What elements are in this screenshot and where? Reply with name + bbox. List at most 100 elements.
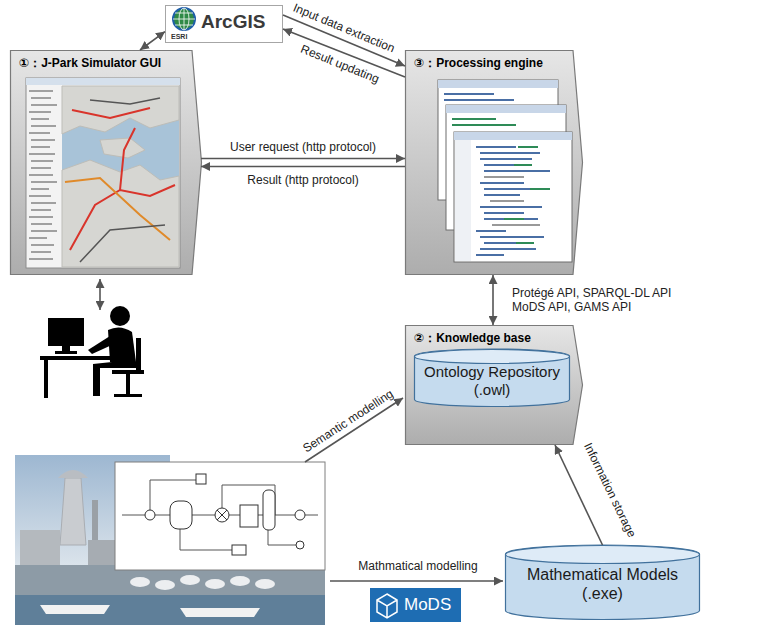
connector-label: User request (http protocol) [228,140,378,154]
engine-screenshot [452,119,516,125]
user-icon [93,362,136,396]
plant-picture [130,577,150,587]
connector [201,166,405,168]
logo-box: ArcGISESRI [165,5,283,43]
connector [201,158,405,160]
connector-label: Protégé API, SPARQL-DL API MoDS API, GAM… [510,286,690,314]
flow-arrow [100,279,503,581]
plant-picture [115,462,325,570]
plant-picture [240,505,258,527]
gui-screenshot [65,178,170,240]
user-icon [114,394,142,397]
plant-picture [180,608,260,617]
plant-picture [155,580,175,590]
user-icon [48,318,84,346]
plant-picture [58,470,88,478]
gui-screenshot [80,98,165,262]
node-outline [166,6,283,43]
plant-picture [217,510,227,520]
mods-cube [377,594,397,618]
gui-screenshot [29,91,57,259]
engine-screenshot [454,132,572,262]
module-panel: ③：Processing engine [405,50,583,275]
connector-label: Information storage [580,439,640,542]
engine-screenshot [438,80,572,262]
node-outline [10,50,202,275]
arcgis-globe [173,8,195,30]
flow-arrow [99,279,101,310]
plant-picture [230,576,250,586]
logo-name: ArcGIS [201,11,279,33]
engine-screenshot [484,177,540,225]
plant-picture [88,540,118,565]
plant-picture [170,501,192,529]
connector [492,275,494,325]
database-label: Ontology Repository (.owl) [420,363,564,399]
arcgis-globe [179,8,189,30]
arcgis-globe [173,8,195,30]
node-outline [405,50,583,275]
node-outline [406,326,583,445]
gui-screenshot [62,86,179,134]
user-icon [88,336,114,354]
logo-maker: ESRI [171,33,249,41]
gui-screenshot [62,86,179,267]
gui-screenshot [26,78,180,268]
plant-picture [60,478,86,545]
node-outline [506,546,700,564]
logo-name: MoDS [404,594,455,615]
user-icon [112,370,144,374]
database-cylinder: Mathematical Models (.exe) [505,545,700,620]
node-outline [506,545,700,620]
mods-cube [377,594,397,618]
plant-picture [295,510,305,520]
plant-picture [215,508,229,522]
plant-picture [40,605,110,614]
plant-picture [15,595,325,625]
engine-screenshot [455,140,471,261]
user-icon [44,360,48,398]
plant-picture [205,579,225,589]
logo-box: MoDS [370,588,461,622]
module-title: ①：J-Park Simulator GUI [19,55,186,71]
node-outline [415,349,570,407]
connector [140,32,165,50]
database-cylinder: Ontology Repository (.owl) [414,349,570,407]
plant-picture [180,575,200,585]
engine-screenshot [476,147,550,255]
user-icon [55,351,77,354]
plant-picture [232,545,246,555]
node-outline [11,51,202,275]
user-icon [136,338,141,372]
engine-screenshot [438,80,558,88]
plant-picture [15,455,325,625]
database-label: Mathematical Models (.exe) [513,565,692,603]
plant-picture [20,530,60,565]
plant-picture [145,510,155,520]
user-icon [40,306,144,398]
flow-arrow [330,580,503,582]
arcgis-globe [173,8,195,30]
node-outline [406,51,583,275]
user-icon [126,374,130,394]
user-icon [110,306,130,326]
module-title: ②：Knowledge base [414,330,567,346]
plant-picture [255,579,275,589]
plant-picture [196,474,206,484]
gui-screenshot [26,78,180,268]
module-panel: ①：J-Park Simulator GUI [10,50,202,275]
engine-screenshot [444,94,514,100]
module-panel: ②：Knowledge baseOntology Repository (.ow… [405,325,583,445]
node-outline [415,350,570,364]
engine-screenshot [454,132,572,140]
arrow-label: Semantic modelling [299,386,398,457]
module-title: ③：Processing engine [414,55,567,71]
engine-screenshot [446,105,566,113]
node-outline [371,589,461,622]
plant-picture [122,480,318,550]
gui-screenshot [26,78,180,85]
plant-picture [263,490,275,530]
